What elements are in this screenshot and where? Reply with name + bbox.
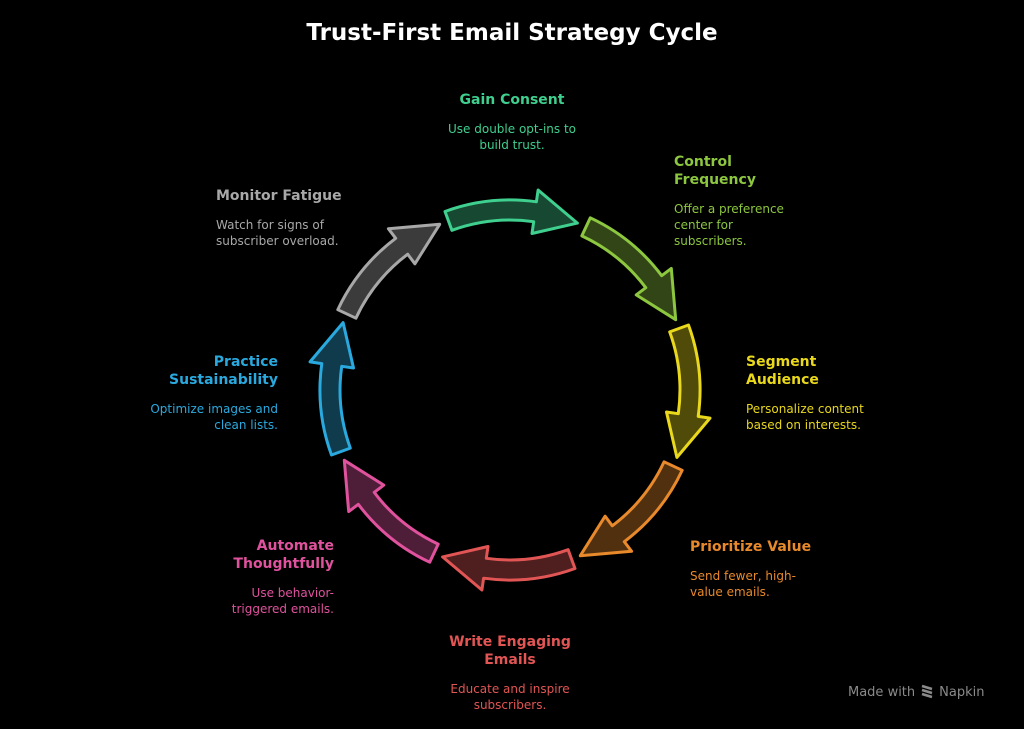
step-title: Write Engaging Emails bbox=[449, 634, 571, 668]
step-practice-sustainability: Practice Sustainability Optimize images … bbox=[128, 353, 278, 433]
step-desc: Use double opt-ins to build trust. bbox=[448, 122, 576, 152]
cycle-arrow-7 bbox=[308, 321, 355, 457]
cycle-arrow-3 bbox=[665, 323, 712, 459]
step-control-frequency: Control Frequency Offer a preference cen… bbox=[674, 153, 804, 249]
step-desc: Send fewer, high-value emails. bbox=[690, 569, 796, 599]
cycle-arrow-4 bbox=[578, 460, 684, 558]
step-title: Control Frequency bbox=[674, 154, 756, 188]
napkin-logo-icon bbox=[921, 684, 933, 699]
step-gain-consent: Gain Consent Use double opt-ins to build… bbox=[432, 91, 592, 153]
step-write-engaging-emails: Write Engaging Emails Educate and inspir… bbox=[430, 633, 590, 713]
diagram-title: Trust-First Email Strategy Cycle bbox=[306, 20, 718, 46]
step-automate-thoughtfully: Automate Thoughtfully Use behavior-trigg… bbox=[194, 537, 334, 617]
step-title: Segment Audience bbox=[746, 354, 819, 388]
cycle-arrow-8 bbox=[336, 222, 442, 320]
step-desc: Educate and inspire subscribers. bbox=[450, 682, 570, 712]
cycle-arrow-1 bbox=[443, 188, 579, 235]
cycle-arrow-5 bbox=[441, 545, 577, 592]
step-segment-audience: Segment Audience Personalize content bas… bbox=[746, 353, 886, 433]
step-prioritize-value: Prioritize Value Send fewer, high-value … bbox=[690, 538, 820, 600]
cycle-arrow-6 bbox=[342, 458, 440, 564]
step-title: Practice Sustainability bbox=[169, 354, 278, 388]
step-monitor-fatigue: Monitor Fatigue Watch for signs of subsc… bbox=[216, 187, 366, 249]
step-title: Gain Consent bbox=[459, 92, 565, 108]
step-desc: Personalize content based on interests. bbox=[746, 402, 864, 432]
step-desc: Optimize images and clean lists. bbox=[150, 402, 278, 432]
step-desc: Use behavior-triggered emails. bbox=[231, 586, 334, 616]
step-title: Automate Thoughtfully bbox=[233, 538, 334, 572]
made-with-napkin-credit: Made with Napkin bbox=[848, 684, 984, 700]
step-desc: Watch for signs of subscriber overload. bbox=[216, 218, 339, 248]
step-desc: Offer a preference center for subscriber… bbox=[674, 202, 784, 248]
credit-brand: Napkin bbox=[939, 684, 985, 700]
cycle-arrow-2 bbox=[580, 216, 678, 322]
credit-prefix: Made with bbox=[848, 684, 916, 700]
step-title: Prioritize Value bbox=[690, 539, 812, 555]
step-title: Monitor Fatigue bbox=[216, 188, 342, 204]
